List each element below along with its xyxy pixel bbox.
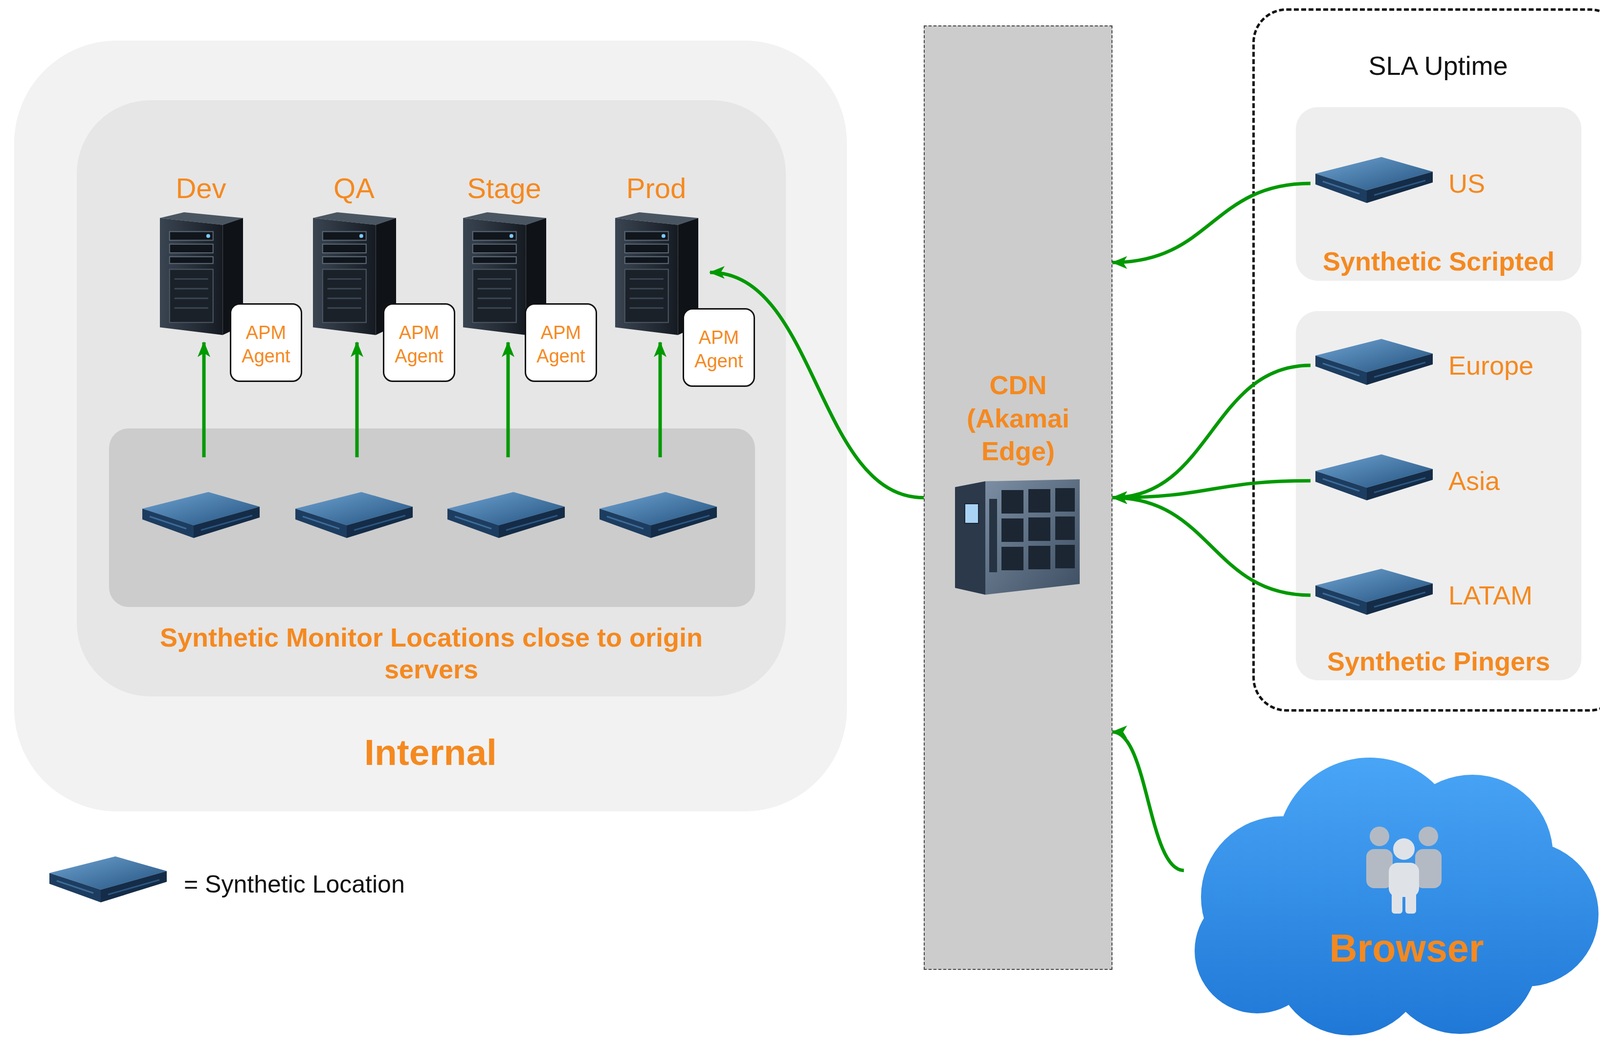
location-node: Europe <box>1310 328 1507 402</box>
node-label: CDN (Akamai Edge) <box>944 368 1092 468</box>
node-label: Synthetic Scripted <box>1295 245 1582 278</box>
monitor-arrow <box>202 342 206 458</box>
people-icon <box>1357 821 1451 915</box>
node-label: Prod <box>602 171 711 206</box>
browser-cloud: Browser <box>1183 750 1600 1037</box>
rack-icon <box>1310 153 1438 215</box>
rack-icon <box>1310 564 1438 626</box>
agent-box: APM Agent <box>382 303 456 382</box>
connector <box>1112 183 1311 263</box>
location-node: LATAM <box>1310 558 1507 632</box>
location-node: Asia <box>1310 444 1507 518</box>
connector <box>1112 731 1184 870</box>
region-box: Synthetic Monitor Locations close to ori… <box>76 100 786 697</box>
group-box: Synthetic Pingers EuropeAsiaLATAM <box>1295 311 1582 681</box>
monitor-arrow <box>506 342 511 458</box>
legend-swatch-icon <box>49 856 167 903</box>
connector <box>1112 480 1311 498</box>
node-label: APM Agent <box>384 321 454 368</box>
node-label: Synthetic Monitor Locations close to ori… <box>125 621 737 686</box>
node-label: Asia <box>1448 465 1507 497</box>
cdnbox-icon <box>955 479 1081 597</box>
node-label: Browser <box>1213 925 1600 972</box>
node-label: Europe <box>1448 349 1507 382</box>
agent-box: APM Agent <box>229 303 303 382</box>
node-label: APM Agent <box>231 321 301 368</box>
legend-label: = Synthetic Location <box>183 869 405 899</box>
connector <box>1112 365 1311 498</box>
rack-icon <box>1310 334 1438 397</box>
connector <box>1112 497 1311 596</box>
location-node: US <box>1310 146 1507 221</box>
node-label: LATAM <box>1448 579 1507 612</box>
agent-box: APM Agent <box>524 303 598 382</box>
node-label: APM Agent <box>526 321 596 368</box>
synthetic-location-icon <box>142 491 260 538</box>
monitor-arrow <box>355 342 359 458</box>
node-label: SLA Uptime <box>1274 49 1600 82</box>
synthetic-location-icon <box>295 491 413 538</box>
region-box: Internal Synthetic Monitor Locations clos… <box>14 40 847 812</box>
synthetic-location-icon <box>599 491 717 538</box>
cdn-column: CDN (Akamai Edge) <box>923 25 1113 970</box>
node-label: Dev <box>147 171 255 206</box>
agent-box: APM Agent <box>682 308 756 387</box>
monitor-arrow <box>658 342 663 458</box>
sla-region: SLA UptimeSynthetic ScriptedUSSynthetic … <box>1252 8 1600 712</box>
node-label: Stage <box>450 171 558 206</box>
node-label: APM Agent <box>684 326 754 373</box>
node-label: US <box>1448 167 1507 200</box>
node-label: Synthetic Pingers <box>1295 645 1582 678</box>
synthetic-location-icon <box>447 491 565 538</box>
node-label: Internal <box>14 730 847 775</box>
group-box: Synthetic Scripted US <box>1295 107 1582 281</box>
node-label: QA <box>300 171 408 206</box>
rack-icon <box>1310 450 1438 512</box>
synthetic-band <box>109 428 756 607</box>
